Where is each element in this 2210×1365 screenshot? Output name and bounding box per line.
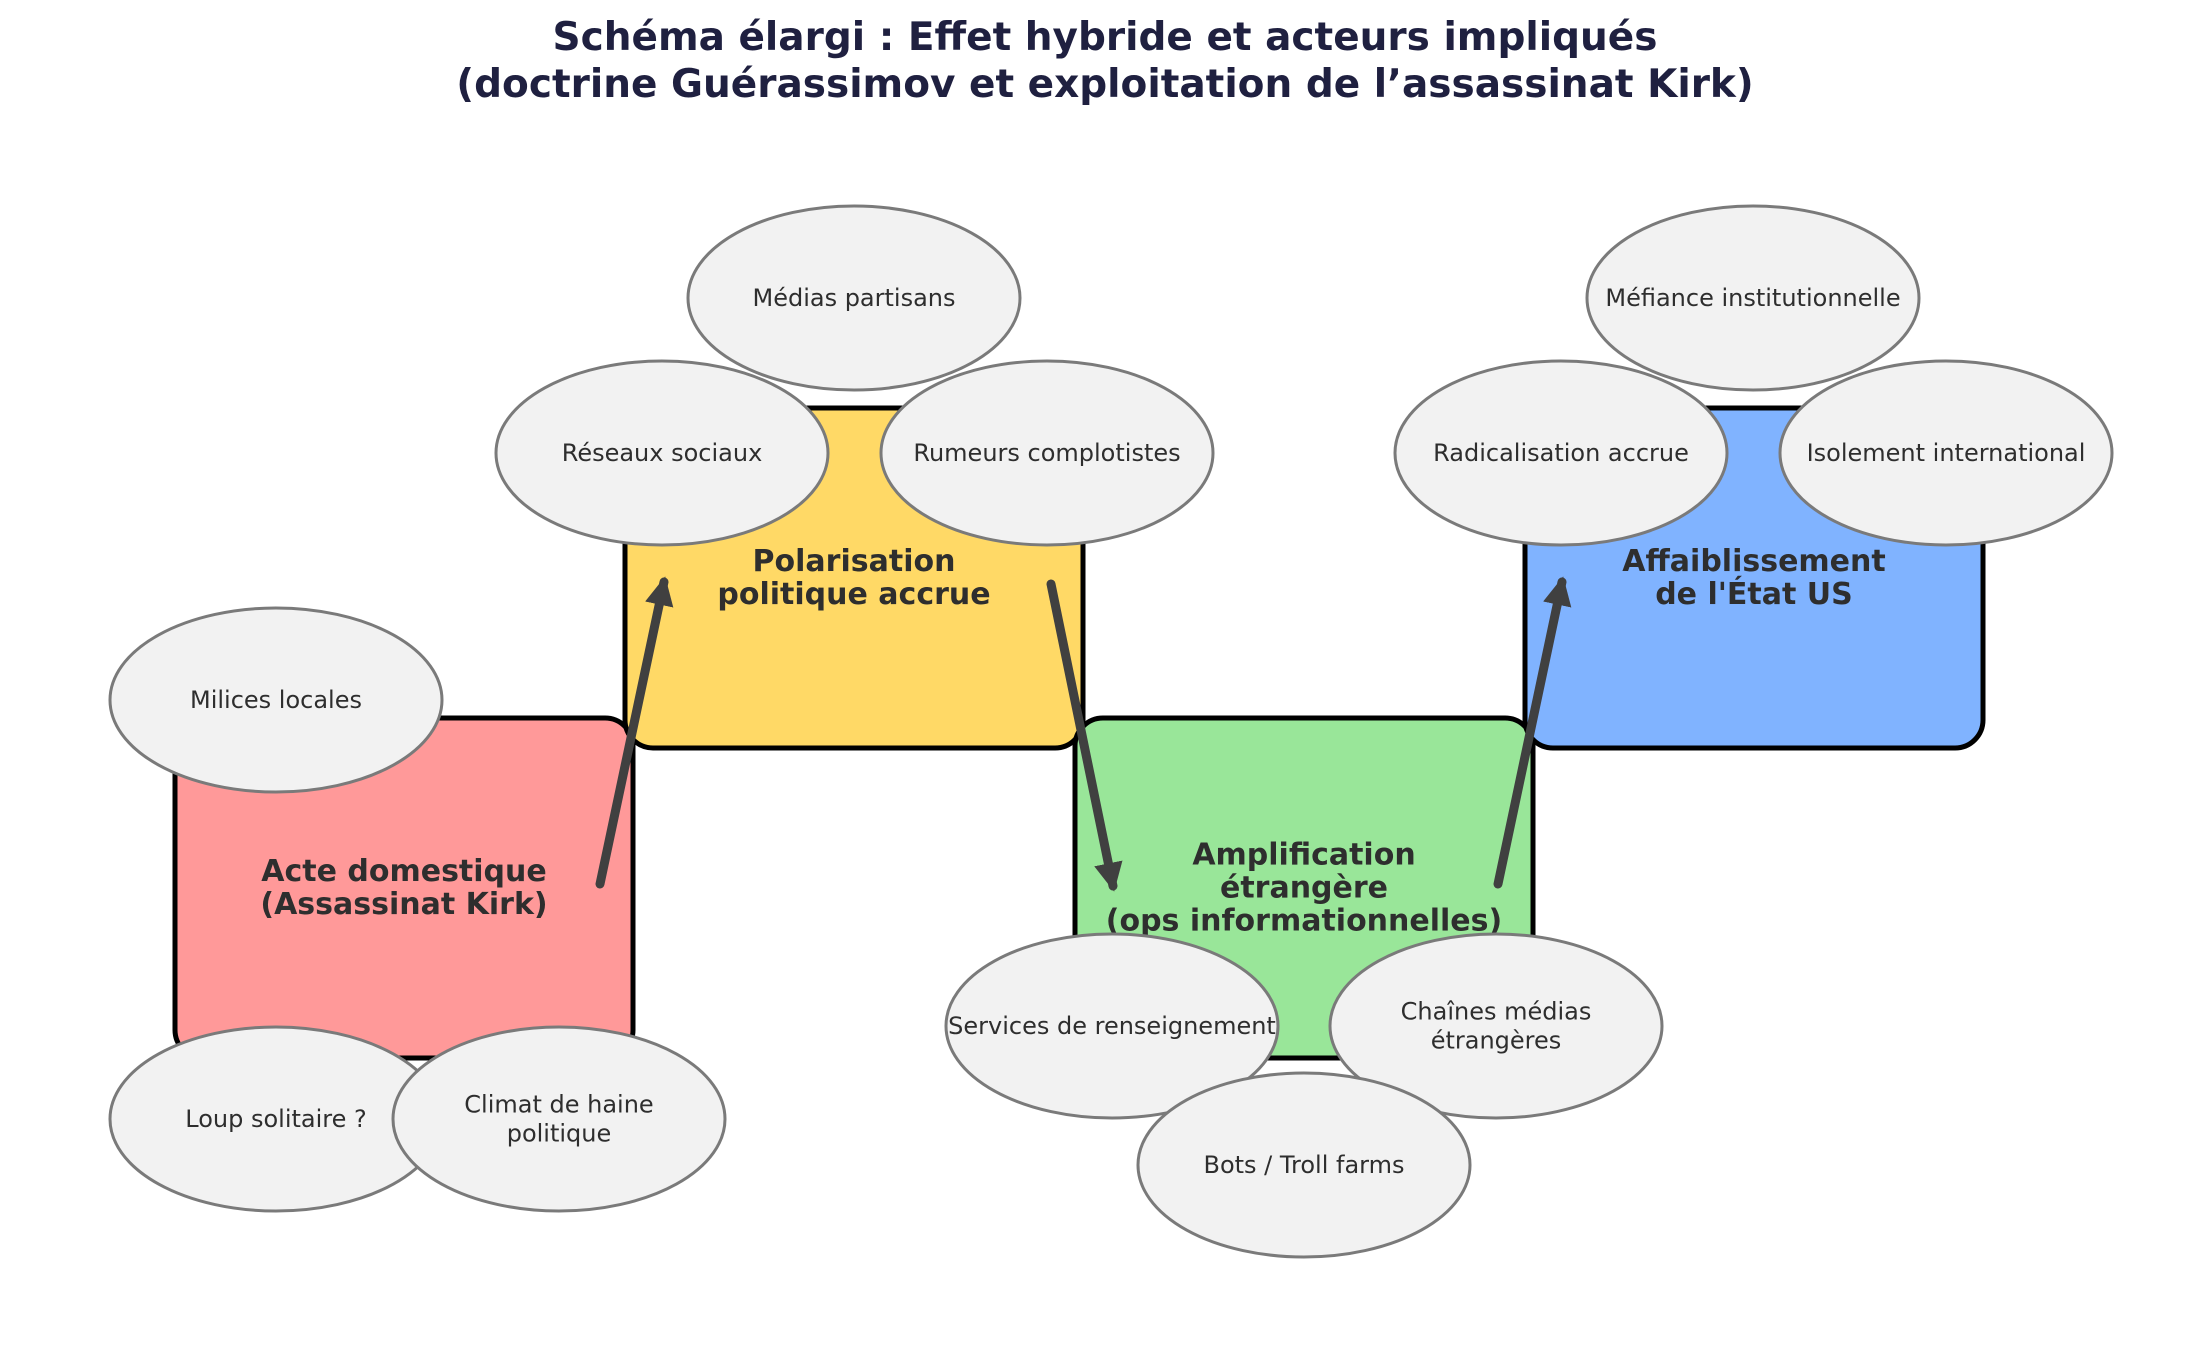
actor-ellipse-climat [391,1025,727,1213]
arrow-polarisation-to-amplification [1046,579,1123,892]
stage-label-weakening-2: de l'État US [1655,576,1853,612]
actor-ellipse-radicalisation [1393,359,1729,547]
actor-mefiance: Méfiance institutionnelle [1585,204,1921,392]
actor-ellipse-medias [686,204,1022,392]
stage-label-amplification-2: étrangère [1220,871,1388,906]
actor-radicalisation: Radicalisation accrue [1393,359,1729,547]
stage-label-domestic-2: (Assassinat Kirk) [260,887,547,922]
actor-reseaux: Réseaux sociaux [494,359,830,547]
arrow-amplification-to-weakening [1493,576,1572,889]
actor-ellipse-milices [108,606,444,794]
actor-label-isolement-1: Isolement international [1807,439,2086,467]
actor-rumeurs: Rumeurs complotistes [879,359,1215,547]
stage-label-amplification-3: (ops informationnelles) [1106,904,1502,939]
actor-ellipse-isolement [1778,359,2114,547]
actor-label-radicalisation-1: Radicalisation accrue [1433,439,1689,467]
actor-label-chaines-1: Chaînes médias [1401,998,1592,1026]
diagram-title: Schéma élargi : Effet hybride et acteurs… [0,14,2210,108]
actor-label-reseaux-1: Réseaux sociaux [562,439,763,467]
diagram-title-line-2: (doctrine Guérassimov et exploitation de… [456,62,1754,107]
actor-isolement: Isolement international [1778,359,2114,547]
actor-label-climat-2: politique [507,1120,612,1148]
actor-label-chaines-2: étrangères [1431,1027,1562,1055]
actor-label-medias-1: Médias partisans [752,284,955,312]
actor-label-loup-1: Loup solitaire ? [185,1105,367,1133]
diagram-title-line-1: Schéma élargi : Effet hybride et acteurs… [552,15,1658,60]
stage-label-domestic-1: Acte domestique [261,854,546,889]
flow-arrows [595,576,1572,892]
actor-bots: Bots / Troll farms [1136,1071,1472,1259]
actor-ellipse-chaines [1328,932,1664,1120]
arrow-domestic-to-polarisation [595,576,674,889]
actor-milices: Milices locales [108,606,444,794]
actor-ellipse-services [944,932,1280,1120]
actor-label-mefiance-1: Méfiance institutionnelle [1605,284,1900,312]
actor-label-climat-1: Climat de haine [464,1091,653,1119]
stage-label-weakening-1: Affaiblissement [1622,544,1885,579]
actor-label-services-1: Services de renseignement [948,1012,1276,1040]
actor-ellipse-reseaux [494,359,830,547]
stage-label-amplification-1: Amplification [1192,838,1415,873]
actor-ellipse-rumeurs [879,359,1215,547]
actor-label-rumeurs-1: Rumeurs complotistes [913,439,1180,467]
actor-services: Services de renseignement [944,932,1280,1120]
actor-label-milices-1: Milices locales [190,686,362,714]
stage-label-polarisation-1: Polarisation [753,544,956,579]
actor-label-bots-1: Bots / Troll farms [1203,1151,1404,1179]
actor-ellipse-mefiance [1585,204,1921,392]
stage-domestic: Acte domestique(Assassinat Kirk) [172,715,636,1061]
actor-ellipse-bots [1136,1071,1472,1259]
actor-medias: Médias partisans [686,204,1022,392]
stage-label-polarisation-2: politique accrue [717,577,990,612]
